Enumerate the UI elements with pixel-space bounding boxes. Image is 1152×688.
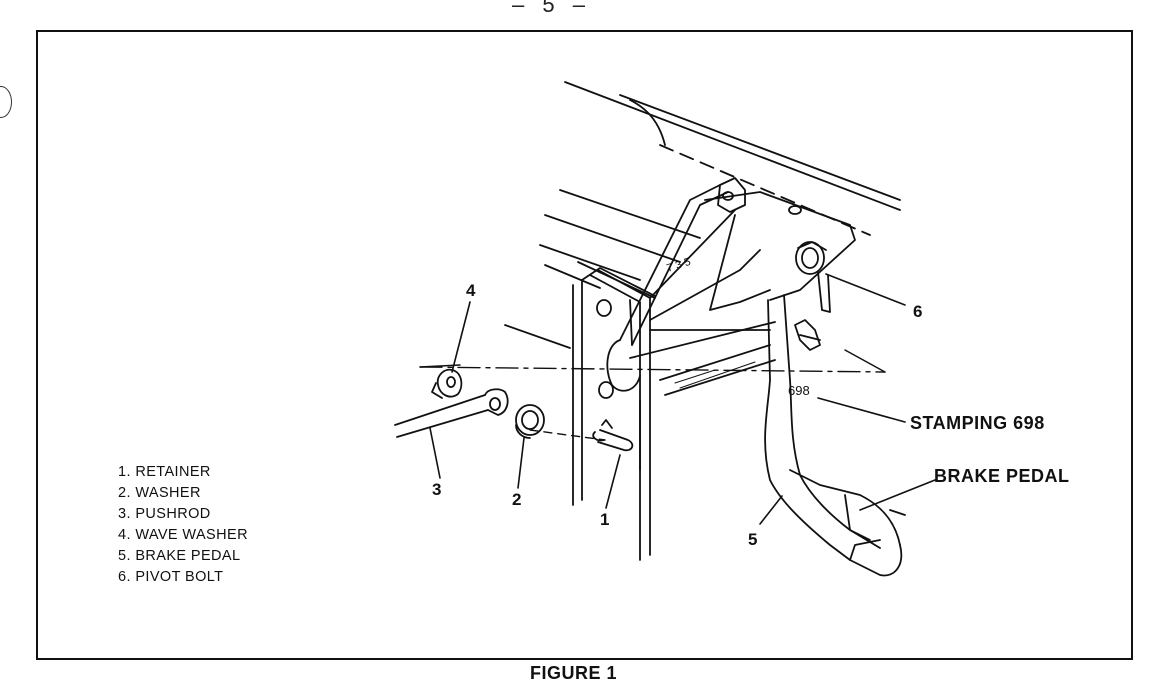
centerline [419,349,886,441]
callout-5: 5 [748,530,758,549]
figure-frame [36,30,1133,660]
callout-6: 6 [913,302,923,321]
stamping-label: STAMPING 698 [910,413,1045,433]
pedal-bracket [619,177,856,396]
legend-item: 2. WASHER [118,485,201,501]
legend-item: 6. PIVOT BOLT [118,569,224,585]
callout-1: 1 [600,510,610,529]
figure-caption: FIGURE 1 [530,663,618,683]
wave-washer-part [431,368,463,399]
leader-lines [429,273,936,525]
callout-2: 2 [512,490,522,509]
pedal-stamp-text: 698 [788,383,810,398]
callout-3: 3 [432,480,442,499]
pivot-bolt [795,241,831,313]
legend-item: 5. BRAKE PEDAL [118,548,241,564]
legend-item: 3. PUSHROD [118,506,211,522]
legend-item: 4. WAVE WASHER [118,527,248,543]
support-bracket [572,261,656,561]
brake-pedal-label: BRAKE PEDAL [934,466,1070,486]
dash-panel-lines [504,81,901,349]
legend-item: 1. RETAINER [118,464,211,480]
pushrod-part [394,388,509,438]
parts-legend: 1. RETAINER 2. WASHER 3. PUSHROD 4. WAVE… [118,462,248,588]
washer-part [515,404,545,439]
callout-4: 4 [466,281,476,300]
retainer-part [592,419,634,452]
brake-pedal-arm [764,294,906,577]
page-number: – 5 – [512,0,591,17]
